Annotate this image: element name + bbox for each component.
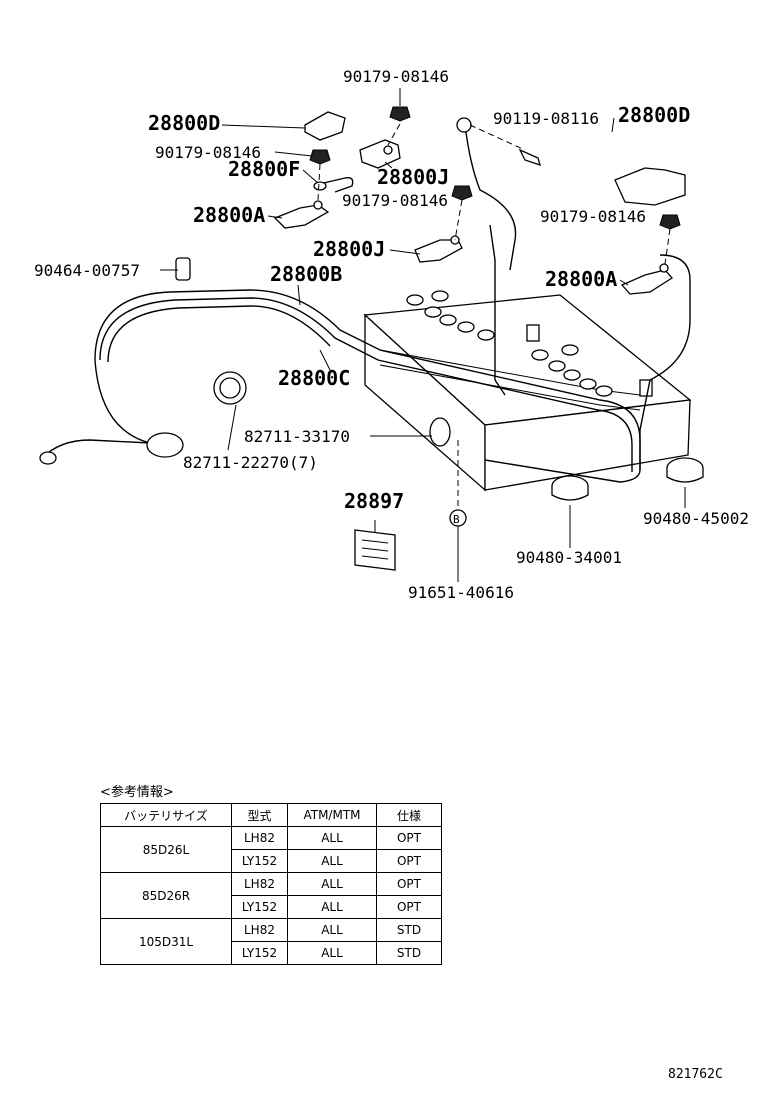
label-82711-33170: 82711-33170 xyxy=(244,427,350,446)
label-B: B xyxy=(453,513,460,526)
label-28800A-right: 28800A xyxy=(545,267,617,291)
label-28800D-right: 28800D xyxy=(618,103,690,127)
cell-model: LH82 xyxy=(231,872,288,896)
cell-trans: ALL xyxy=(287,918,377,942)
label-90480-45002: 90480-45002 xyxy=(643,509,749,528)
label-82711-22270: 82711-22270(7) xyxy=(183,453,318,472)
cell-spec: STD xyxy=(376,941,442,965)
header-transmission: ATM/MTM xyxy=(287,803,377,827)
label-28897: 28897 xyxy=(344,489,404,513)
cell-spec: OPT xyxy=(376,895,442,919)
part-28800D-right xyxy=(614,167,686,206)
table-row: 85D26R LH82 ALL OPT xyxy=(100,872,442,919)
cell-model: LH82 xyxy=(231,826,288,850)
cell-model: LY152 xyxy=(231,941,288,965)
cell-model: LY152 xyxy=(231,849,288,873)
cell-model: LY152 xyxy=(231,895,288,919)
label-90179-08146-top: 90179-08146 xyxy=(343,67,449,86)
cell-spec: OPT xyxy=(376,826,442,850)
header-spec: 仕様 xyxy=(376,803,442,827)
label-28800C: 28800C xyxy=(278,366,350,390)
clamp-82711-22270 xyxy=(213,371,247,405)
cell-size: 105D31L xyxy=(100,918,232,965)
reference-title: <参考情報> xyxy=(100,785,174,800)
label-28800J-top: 28800J xyxy=(377,165,449,189)
part-28800A-left xyxy=(273,200,330,229)
cell-spec: OPT xyxy=(376,872,442,896)
label-28800D-left: 28800D xyxy=(148,111,220,135)
part-90464-clip xyxy=(175,257,191,281)
cell-size: 85D26R xyxy=(100,872,232,919)
table-row: LY152 ALL OPT xyxy=(101,895,442,919)
cell-spec: STD xyxy=(376,918,442,942)
cell-trans: ALL xyxy=(287,941,377,965)
header-battery-size: バッテリサイズ xyxy=(100,803,232,827)
battery-caps-right xyxy=(531,344,613,397)
cell-trans: ALL xyxy=(287,872,377,896)
part-28800D-left xyxy=(304,111,346,141)
label-28800J-mid: 28800J xyxy=(313,237,385,261)
table-header-row: バッテリサイズ 型式 ATM/MTM 仕様 xyxy=(100,803,442,827)
label-91651-40616: 91651-40616 xyxy=(408,583,514,602)
grommet-90480-45002 xyxy=(666,457,704,483)
battery-caps-left xyxy=(406,290,495,341)
nuts-and-bolts xyxy=(309,106,681,230)
table-row: 105D31L LH82 ALL STD xyxy=(100,918,442,965)
header-model: 型式 xyxy=(231,803,288,827)
label-90464-00757: 90464-00757 xyxy=(34,261,140,280)
part-28800F xyxy=(313,176,354,193)
part-labels: 90179-08146 28800D 90119-08116 28800D 90… xyxy=(34,67,749,602)
clamp-82711-33170 xyxy=(429,417,451,447)
label-90119-08116: 90119-08116 xyxy=(493,109,599,128)
cell-size: 85D26L xyxy=(100,826,232,873)
cable-right-lead xyxy=(456,117,691,470)
label-90480-34001: 90480-34001 xyxy=(516,548,622,567)
leader-lines xyxy=(160,88,686,582)
grommet-90480-34001 xyxy=(551,475,589,501)
label-28800F: 28800F xyxy=(228,157,300,181)
cell-trans: ALL xyxy=(287,895,377,919)
table-row: LY152 ALL STD xyxy=(101,941,442,965)
label-plate-28897 xyxy=(354,529,396,571)
part-28800J-top xyxy=(359,139,401,169)
figure-code: 821762C xyxy=(668,1067,723,1082)
table-row: 85D26L LH82 ALL OPT xyxy=(100,826,442,873)
cell-trans: ALL xyxy=(287,826,377,850)
cell-model: LH82 xyxy=(231,918,288,942)
part-28800A-right xyxy=(620,263,673,295)
label-90179-08146-right: 90179-08146 xyxy=(540,207,646,226)
label-28800A-left: 28800A xyxy=(193,203,265,227)
cell-spec: OPT xyxy=(376,849,442,873)
label-28800B: 28800B xyxy=(270,262,342,286)
label-90179-08146-mid: 90179-08146 xyxy=(342,191,448,210)
label-90179-08146-left: 90179-08146 xyxy=(155,143,261,162)
reference-table: バッテリサイズ 型式 ATM/MTM 仕様 85D26L LH82 ALL OP… xyxy=(100,803,442,965)
battery xyxy=(363,290,692,515)
cell-trans: ALL xyxy=(287,849,377,873)
